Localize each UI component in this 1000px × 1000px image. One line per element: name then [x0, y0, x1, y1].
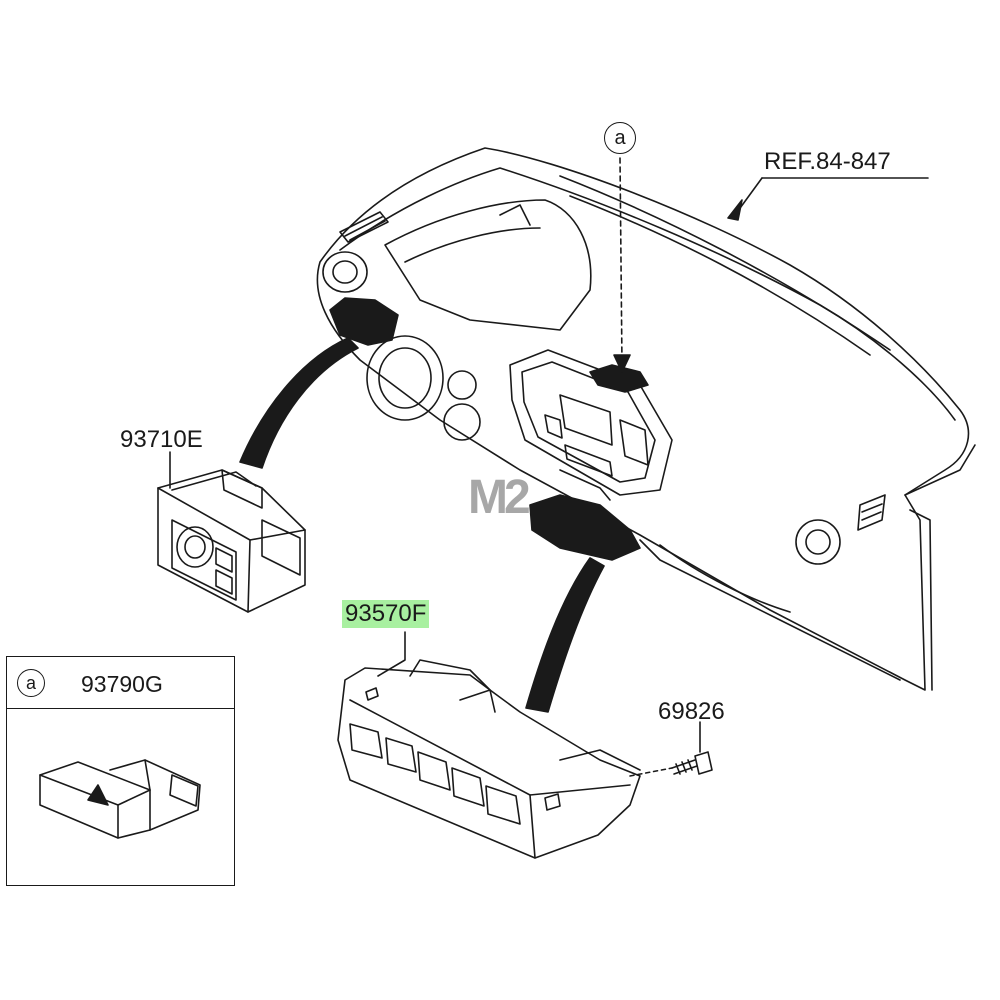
part-label-93790g[interactable]: 93790G: [81, 671, 163, 697]
multifunction-switch-part: [157, 469, 306, 613]
inset-header: a 93790G: [7, 657, 234, 709]
dashboard-outline: [316, 147, 976, 691]
part-label-69826[interactable]: 69826: [658, 698, 725, 725]
inset-box: a 93790G: [6, 656, 235, 886]
screw-part: [671, 751, 713, 775]
hazard-switch-part: [39, 759, 201, 839]
inset-marker-a: a: [17, 669, 45, 697]
ref-label: REF.84-847: [764, 148, 891, 175]
center-switch-panel-part: [337, 659, 641, 859]
watermark: M2: [468, 471, 531, 524]
part-label-93710e[interactable]: 93710E: [120, 426, 203, 453]
callout-marker-a: a: [604, 122, 636, 154]
callout-arrows: [169, 157, 929, 777]
part-label-93570f-highlighted[interactable]: 93570F: [342, 600, 430, 628]
